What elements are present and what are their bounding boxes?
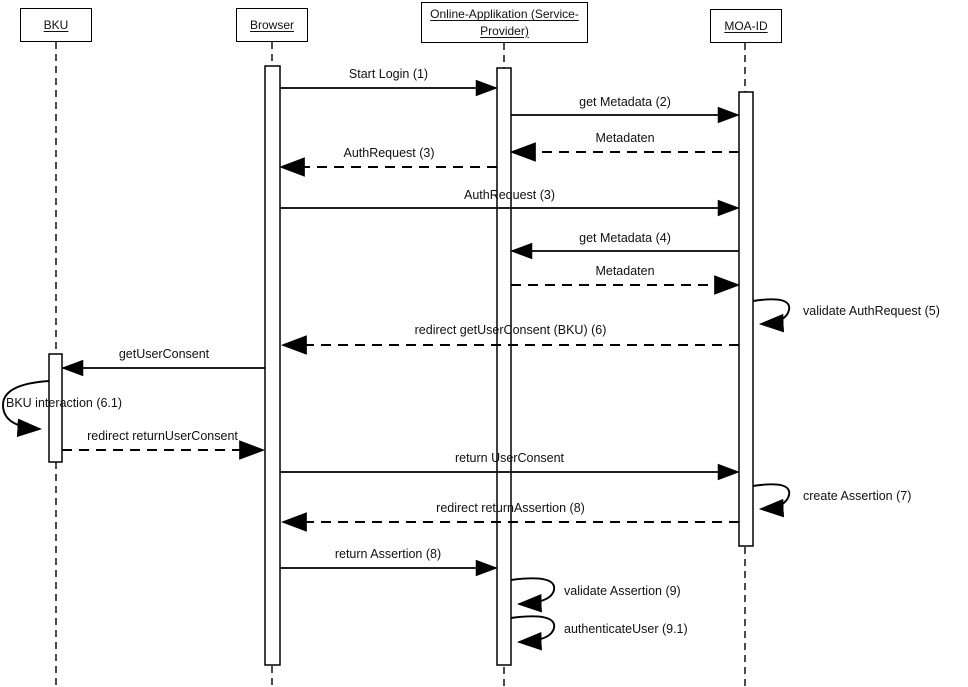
actor-bku-label: BKU — [43, 17, 69, 32]
self-loop-validate-authrequest — [752, 298, 791, 333]
message-label-redirect-returnuserconsent: redirect returnUserConsent — [87, 429, 238, 443]
message-label-metadaten-2: Metadaten — [595, 264, 655, 278]
activation-bar-online-applikation — [496, 67, 512, 666]
message-label-start-login: Start Login (1) — [348, 67, 429, 81]
message-label-get-metadata-2: get Metadata (2) — [579, 95, 671, 109]
message-label-authenticateuser: authenticateUser (9.1) — [564, 622, 688, 636]
activation-bar-browser — [264, 65, 281, 666]
actor-online-applikation-label: Online-Applikation (Service-Provider) — [430, 7, 579, 38]
message-label-redirect-getuserconsent: redirect getUserConsent (BKU) (6) — [414, 323, 607, 337]
actor-moa-id: MOA-ID — [710, 9, 782, 43]
actor-browser: Browser — [236, 8, 308, 42]
activation-bar-moa-id — [738, 91, 754, 547]
message-label-validate-assertion: validate Assertion (9) — [564, 584, 681, 598]
self-loop-authenticateuser — [510, 615, 555, 651]
self-loop-create-assertion — [752, 483, 791, 518]
activation-bar-bku — [48, 353, 63, 463]
message-label-get-metadata-4: get Metadata (4) — [579, 231, 671, 245]
message-label-validate-authrequest: validate AuthRequest (5) — [803, 304, 940, 318]
self-loop-bku-interaction — [2, 380, 50, 438]
message-label-authrequest-return: AuthRequest (3) — [343, 146, 435, 160]
message-label-return-assertion: return Assertion (8) — [334, 547, 442, 561]
message-label-metadaten-1: Metadaten — [595, 131, 655, 145]
actor-bku: BKU — [20, 8, 92, 42]
actor-browser-label: Browser — [249, 17, 294, 32]
message-label-redirect-returnassertion: redirect returnAssertion (8) — [436, 501, 585, 515]
message-label-authrequest-forward: AuthRequest (3) — [463, 188, 556, 202]
actor-online-applikation: Online-Applikation (Service-Provider) — [421, 2, 588, 43]
message-label-bku-interaction: BKU interaction (6.1) — [6, 396, 123, 410]
message-label-return-userconsent: return UserConsent — [454, 451, 565, 465]
actor-moa-id-label: MOA-ID — [724, 18, 768, 33]
message-label-getuserconsent: getUserConsent — [118, 347, 210, 361]
self-loop-validate-assertion — [510, 577, 555, 613]
message-label-create-assertion: create Assertion (7) — [803, 489, 912, 503]
